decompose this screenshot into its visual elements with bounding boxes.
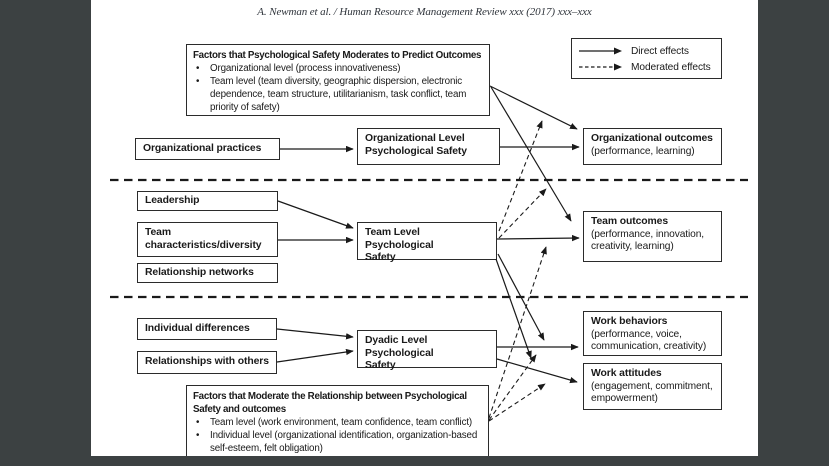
modarrow-bottom-factors-on-team-outcomes-link xyxy=(488,246,547,419)
node-relationships-with-others: Relationships with others xyxy=(137,351,277,374)
modarrow-bottom-factors-on-work-attitudes-link xyxy=(488,383,546,422)
top-factors-bullet-1: • Organizational level (process innovati… xyxy=(193,62,483,75)
arrow-individual-differences-to-dyadic-ps xyxy=(276,328,354,340)
bottom-factors-bullet-1: • Team level (work environment, team con… xyxy=(193,416,482,429)
node-team-outcomes: Team outcomes (performance, innovation, … xyxy=(583,211,722,262)
left-frame-bar xyxy=(0,0,91,466)
direct-effect-arrow-icon xyxy=(579,47,622,55)
arrow-leadership-to-team-ps xyxy=(277,200,354,229)
org-outcomes-sub: (performance, learning) xyxy=(591,145,695,157)
node-individual-differences: Individual differences xyxy=(137,318,277,340)
work-attitudes-title: Work attitudes xyxy=(591,368,662,379)
node-relationship-networks: Relationship networks xyxy=(137,263,278,283)
org-outcomes-title: Organizational outcomes xyxy=(591,133,713,144)
arrow-team-ps-to-work-attitudes xyxy=(495,258,532,359)
team-outcomes-title: Team outcomes xyxy=(591,216,669,227)
arrow-top-factors-to-org-outcomes xyxy=(489,85,578,130)
right-frame-bar xyxy=(758,0,829,466)
bullet-icon: • xyxy=(196,417,200,428)
legend-direct-label: Direct effects xyxy=(631,45,689,57)
modarrow-team-ps-on-factors-team-outcomes xyxy=(498,188,547,239)
arrow-dyadic-ps-to-work-attitudes xyxy=(496,358,578,384)
bottom-factors-bullet-2: • Individual level (organizational ident… xyxy=(193,429,482,455)
node-team-characteristics-diversity: Team characteristics/diversity xyxy=(137,222,278,257)
bottom-frame-bar xyxy=(0,456,829,466)
bottom-factors-title-line2: Safety and outcomes xyxy=(193,404,286,415)
arrow-relationships-others-to-dyadic-ps xyxy=(276,348,354,363)
bullet-icon: • xyxy=(196,63,200,74)
arrow-team-ps-to-work-behaviors xyxy=(497,253,545,341)
top-factors-title: Factors that Psychological Safety Modera… xyxy=(193,50,482,61)
legend-direct-row: Direct effects xyxy=(578,43,721,59)
journal-citation: A. Newman et al. / Human Resource Manage… xyxy=(257,6,592,18)
node-work-attitudes: Work attitudes (engagement, commitment, … xyxy=(583,363,722,410)
node-bottom-moderator-factors: Factors that Moderate the Relationship b… xyxy=(186,385,489,458)
arrow-team-ps-to-team-outcomes xyxy=(496,234,580,242)
node-organizational-practices: Organizational practices xyxy=(135,138,280,160)
bullet-icon: • xyxy=(196,430,200,441)
bottom-factors-title-line1: Factors that Moderate the Relationship b… xyxy=(193,391,467,402)
modarrow-team-ps-on-factors-org-outcomes xyxy=(498,120,543,232)
legend-box: Direct effects Moderated effects xyxy=(571,38,722,79)
node-dyadic-level-psychological-safety: Dyadic Level Psychological Safety xyxy=(357,330,497,371)
node-top-moderator-factors: Factors that Psychological Safety Modera… xyxy=(186,44,490,116)
node-work-behaviors: Work behaviors (performance, voice, comm… xyxy=(583,311,722,356)
work-behaviors-title: Work behaviors xyxy=(591,316,668,327)
node-organizational-level-psychological-safety: Organizational Level Psychological Safet… xyxy=(357,128,500,165)
bullet-icon: • xyxy=(196,76,200,87)
node-team-level-psychological-safety: Team Level Psychological Safety xyxy=(357,222,497,263)
node-organizational-outcomes: Organizational outcomes (performance, le… xyxy=(583,128,722,165)
legend-moderated-label: Moderated effects xyxy=(631,61,711,73)
top-factors-bullet-2: • Team level (team diversity, geographic… xyxy=(193,75,483,114)
arrow-top-factors-to-team-outcomes xyxy=(490,86,572,222)
node-leadership: Leadership xyxy=(137,191,278,211)
legend-moderated-row: Moderated effects xyxy=(578,59,721,75)
moderated-effect-arrow-icon xyxy=(579,63,622,71)
